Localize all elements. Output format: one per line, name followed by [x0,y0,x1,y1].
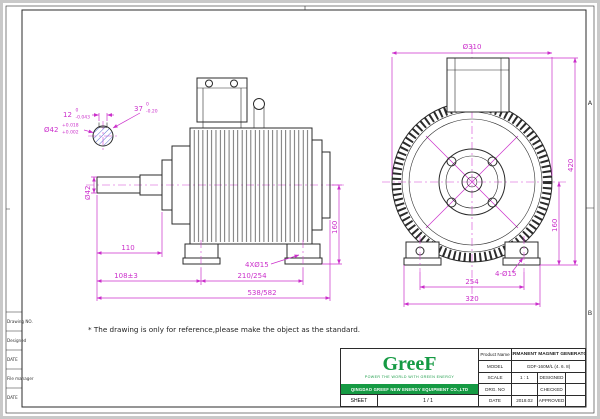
drg-no-label: DRG. NO [479,383,511,394]
date-label: DATE [479,394,511,406]
strip-date-2: DATE [7,395,18,400]
company-logo: GreeF [382,352,437,375]
dim-key-depth-lower: -0.20 [146,109,158,115]
scale-label: SCALE [479,371,511,383]
front-view-dimensions: Ø310 420 160 254 320 4-Ø15 [391,43,578,307]
dim-foot-span: 254 [465,278,479,286]
title-block-table: Product Name PERMANENT MAGNET GENERATOR … [479,349,585,406]
sheet-label: SHEET [341,395,378,406]
side-view-dimensions: Ø42 110 108±3 210/254 538/582 160 4XØ15 [84,176,342,301]
dim-front-center-height: 160 [551,219,559,232]
dim-total-height: 420 [567,159,575,172]
product-name-value: PERMANENT MAGNET GENERATOR [511,349,585,361]
designed-value [565,371,585,384]
dim-shaft-dia-upper: +0.018 [62,123,79,129]
model-label: MODEL [479,360,511,371]
dim-key-depth-upper: 0 [146,102,149,108]
product-name-label: Product Name [480,352,510,358]
checked-value [565,383,585,395]
dim-key-width-upper: 0 [76,108,79,114]
dim-side-center-height: 160 [331,221,339,234]
dim-key-width: 12 [63,111,72,119]
sheet-value: 1 / 1 [423,397,433,404]
dim-key-depth: 37 [134,105,143,113]
title-block: GreeF POWER THE WORLD WITH GREEN ENERGY … [340,348,586,407]
strip-file-manager: File manager [7,376,34,381]
dim-total-length: 538/582 [247,289,276,297]
dim-outer-dia: Ø310 [463,43,482,51]
sheet-row: SHEET 1 / 1 [341,394,478,406]
dim-shaft-dia-tol: Ø42 [44,126,58,134]
dim-side-foot-holes: 4XØ15 [245,261,269,269]
company-name-bar: QINGDAO GREEF NEW ENERGY EQUIPMENT CO.,L… [341,384,478,394]
dim-shaft-length: 110 [121,244,134,252]
designed-label: DESIGNED [537,371,565,384]
generator-side-view [86,77,344,268]
zone-letter-b: B [588,309,592,317]
shaft-detail-view: 12 0 -0.043 37 0 -0.20 Ø42 +0.018 +0.002 [44,102,158,151]
strip-drawing-no: Drawing NO. [7,319,33,324]
checked-label: CHECKED [537,383,565,395]
model-value: GDF-160M/L (4. 6. 8) [511,360,585,372]
strip-date-1: DATE [7,357,18,362]
sheet-frame: A B Drawing NO. Designed DATE File manag… [5,5,595,414]
title-block-logo-section: GreeF POWER THE WORLD WITH GREEN ENERGY … [341,349,479,406]
company-tagline: POWER THE WORLD WITH GREEN ENERGY [364,374,455,379]
date-value: 2018.02 [511,394,537,406]
scale-value: 1 : 1 [511,371,537,384]
dim-base-width: 320 [465,295,478,303]
dim-shaft-dia: Ø42 [84,186,92,200]
zone-letter-a: A [588,99,593,107]
approved-value [565,394,585,406]
reference-note: * The drawing is only for reference,plea… [88,325,360,334]
drg-no-value [511,383,537,395]
dim-key-width-lower: -0.043 [76,115,91,121]
logo-area: GreeF POWER THE WORLD WITH GREEN ENERGY [341,349,478,384]
dim-210-254: 210/254 [237,272,267,280]
dim-108: 108±3 [114,272,138,280]
approved-label: APPROVED [537,394,565,406]
strip-designed: Designed [7,338,27,343]
dim-shaft-dia-lower: +0.002 [62,130,79,136]
generator-front-view [382,46,568,300]
dim-front-foot-holes: 4-Ø15 [495,270,516,278]
